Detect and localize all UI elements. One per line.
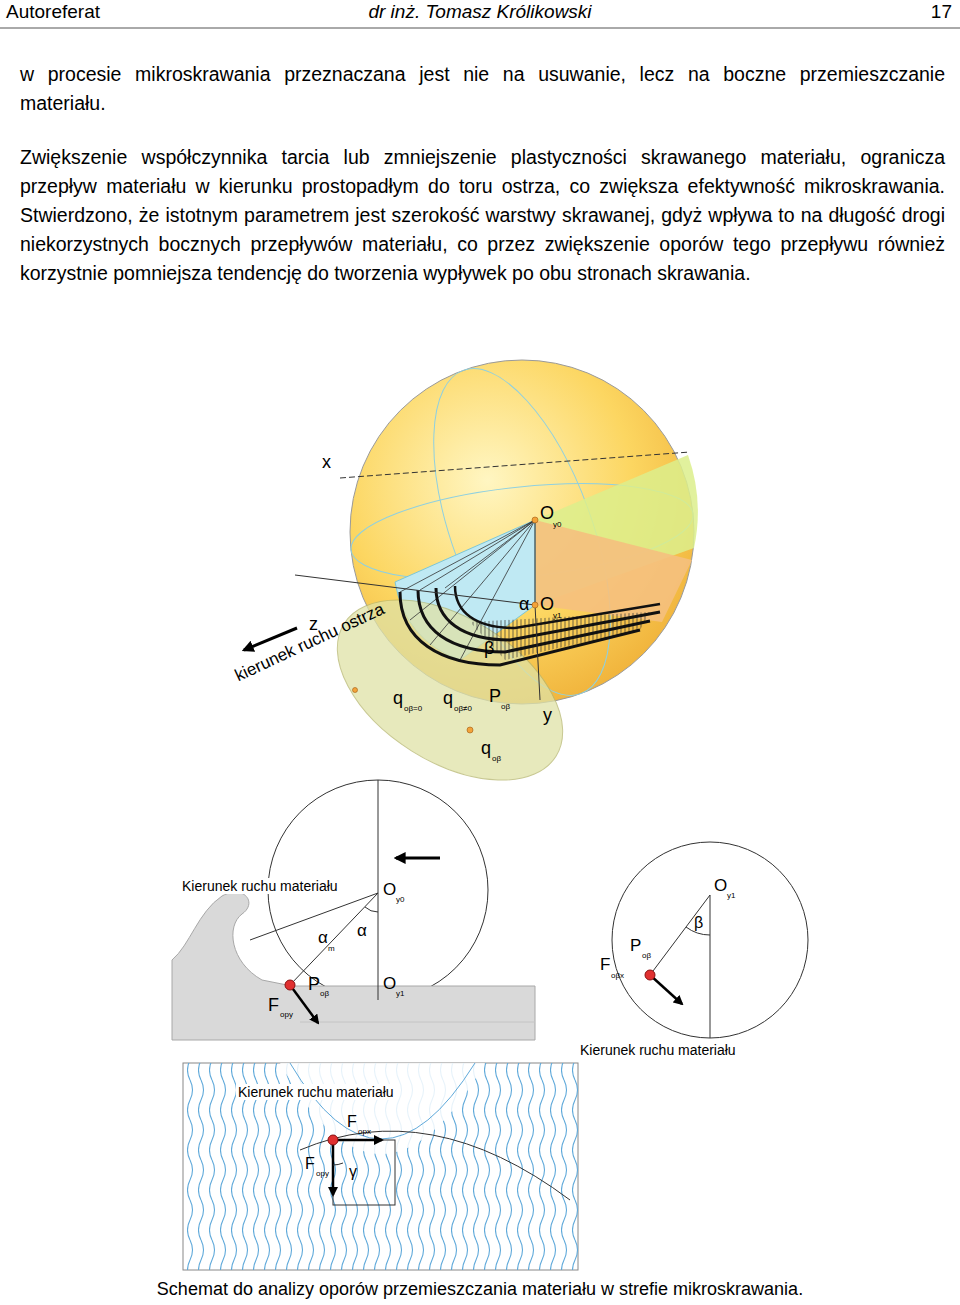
- force-subscript: oβx: [611, 971, 624, 980]
- symbol-label: P: [489, 686, 501, 707]
- micrograph-figure-part-part: [332, 1140, 335, 1195]
- top-view-figure: [612, 842, 808, 1038]
- micrograph-figure-part: [183, 1063, 578, 1270]
- micrograph-figure-part: [183, 1063, 578, 1270]
- angle-label: β: [484, 638, 494, 659]
- force-subscript: opy: [316, 1169, 329, 1178]
- sphere-figure-part: [420, 520, 535, 590]
- symbol-subscript: oβ: [492, 754, 501, 763]
- sphere-figure-part: [436, 588, 660, 640]
- micrograph-figure-part-part: [333, 1140, 395, 1205]
- point-label: O: [383, 974, 396, 994]
- angle-label: γ: [349, 1163, 357, 1181]
- page-header: Autoreferat: [6, 1, 100, 23]
- symbol-subscript: oβ: [501, 702, 510, 711]
- angle-subscript: m: [328, 944, 335, 953]
- sphere-figure-part: [400, 520, 535, 592]
- direction-label: Kierunek ruchu materiału: [180, 878, 340, 894]
- direction-label: kierunek ruchu ostrza: [232, 599, 388, 685]
- force-subscript: opx: [358, 1127, 371, 1136]
- angle-label: α: [318, 928, 328, 948]
- angle-label: α: [519, 594, 529, 615]
- point-label: O: [714, 876, 727, 896]
- micrograph-figure-part-part: [333, 1139, 382, 1142]
- force-subscript: opy: [280, 1010, 293, 1019]
- chip-section-figure-part: [285, 980, 295, 990]
- top-view-figure-part: [710, 895, 711, 1038]
- direction-label: Kierunek ruchu materiału: [580, 1042, 736, 1058]
- symbol-subscript: oβ=0: [404, 704, 422, 713]
- header-rule: [0, 28, 960, 29]
- sphere-figure-part: [353, 688, 358, 693]
- chip-section-figure-part: [172, 892, 535, 1040]
- direction-label: Kierunek ruchu materiału: [236, 1084, 396, 1100]
- chip-section-figure-part: [396, 857, 440, 860]
- chip-section-figure-part: [378, 780, 379, 1000]
- point-subscript: y1: [727, 891, 735, 900]
- top-view-figure-part: [612, 842, 808, 1038]
- point-subscript: oβ: [642, 951, 651, 960]
- point-label: P: [630, 936, 641, 956]
- sphere-figure-part: [535, 520, 536, 605]
- micrograph-figure-part-part: [183, 1063, 578, 1270]
- sphere-figure-part: [445, 520, 535, 588]
- angle-label: α: [357, 921, 367, 941]
- sphere-figure-part: [295, 575, 535, 605]
- sphere-figure-part: [410, 520, 535, 620]
- point-subscript: y1: [396, 989, 404, 998]
- angle-label: β: [694, 914, 703, 932]
- axis-label: x: [322, 452, 331, 473]
- point-subscript: y0: [396, 895, 404, 904]
- point-subscript: oβ: [320, 989, 329, 998]
- top-view-figure-part: [645, 970, 655, 980]
- point-label: O: [383, 880, 396, 900]
- page-header-author: dr inż. Tomasz Królikowski: [368, 1, 591, 23]
- sphere-figure-part: [340, 452, 690, 478]
- point-label: O: [540, 594, 554, 615]
- point-subscript: y0: [553, 520, 561, 529]
- top-view-figure-part: [650, 975, 682, 1004]
- micrograph-figure-part-part: [290, 1063, 475, 1139]
- micrograph-figure: [183, 1063, 578, 1270]
- symbol-label: q: [481, 738, 491, 759]
- chip-section-figure: [172, 780, 535, 1040]
- body-paragraph: Zwiększenie współczynnika tarcia lub zmn…: [20, 143, 945, 288]
- symbol-label: q: [393, 688, 403, 709]
- top-view-figure-part: [650, 895, 710, 975]
- page-number: 17: [931, 1, 952, 23]
- sphere-figure-part: [306, 563, 594, 818]
- symbol-label: q: [443, 688, 453, 709]
- axis-label: y: [543, 705, 552, 726]
- micrograph-figure-part-part: [300, 1131, 570, 1200]
- sphere-figure-part: [535, 520, 692, 622]
- sphere-figure-part: [467, 727, 473, 733]
- chip-section-figure-part: [250, 893, 378, 940]
- force-label: F: [305, 1155, 315, 1173]
- sphere-figure-part: [532, 602, 538, 608]
- chip-section-figure-part: [300, 1022, 535, 1023]
- sphere-figure-part: [535, 605, 540, 700]
- chip-section-figure-part: [290, 893, 378, 985]
- figure-caption: Schemat do analizy oporów przemieszczani…: [157, 1279, 803, 1300]
- force-label: F: [268, 995, 279, 1016]
- symbol-subscript: oβ≠0: [454, 704, 472, 713]
- sphere-figure: [244, 346, 698, 817]
- micrograph-figure-part-part: [333, 1163, 343, 1165]
- sphere-figure-part: [532, 517, 538, 523]
- force-label: F: [347, 1113, 357, 1131]
- point-subscript: y1: [553, 611, 561, 620]
- point-label: P: [308, 974, 320, 995]
- micrograph-figure-part-part: [328, 1135, 338, 1145]
- body-paragraph: w procesie mikroskrawania przeznaczana j…: [20, 60, 945, 118]
- sphere-figure-part: [400, 592, 640, 665]
- chip-section-figure-part: [365, 907, 378, 912]
- header-rule-part: [0, 28, 960, 29]
- force-label: F: [600, 955, 610, 975]
- sphere-figure-part: [455, 586, 660, 628]
- point-label: O: [540, 503, 554, 524]
